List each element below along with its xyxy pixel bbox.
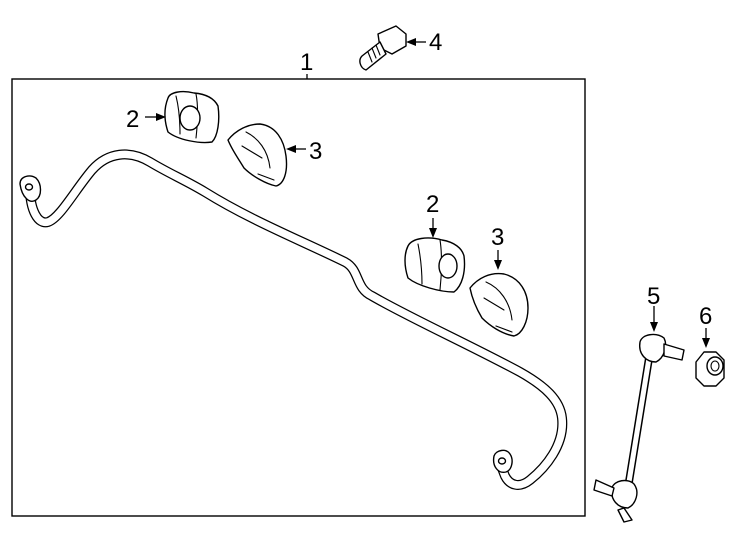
callout-3-upper: 3 <box>309 138 322 165</box>
bushing-lower <box>404 237 466 293</box>
callout-5: 5 <box>647 283 660 310</box>
stabilizer-bar <box>19 149 568 490</box>
assembly-frame <box>11 78 586 517</box>
bushing-upper <box>164 90 220 144</box>
callout-2-upper: 2 <box>126 106 139 133</box>
callout-2-lower: 2 <box>426 191 439 218</box>
bracket-upper <box>227 123 288 187</box>
callout-1: 1 <box>300 49 313 76</box>
nut <box>695 351 725 387</box>
stabilizer-link <box>593 333 685 523</box>
leaders <box>145 38 710 348</box>
callout-6: 6 <box>699 303 712 330</box>
bracket-lower <box>469 272 529 337</box>
callout-3-lower: 3 <box>491 224 504 251</box>
bolt <box>359 25 407 71</box>
callout-4: 4 <box>429 29 442 56</box>
